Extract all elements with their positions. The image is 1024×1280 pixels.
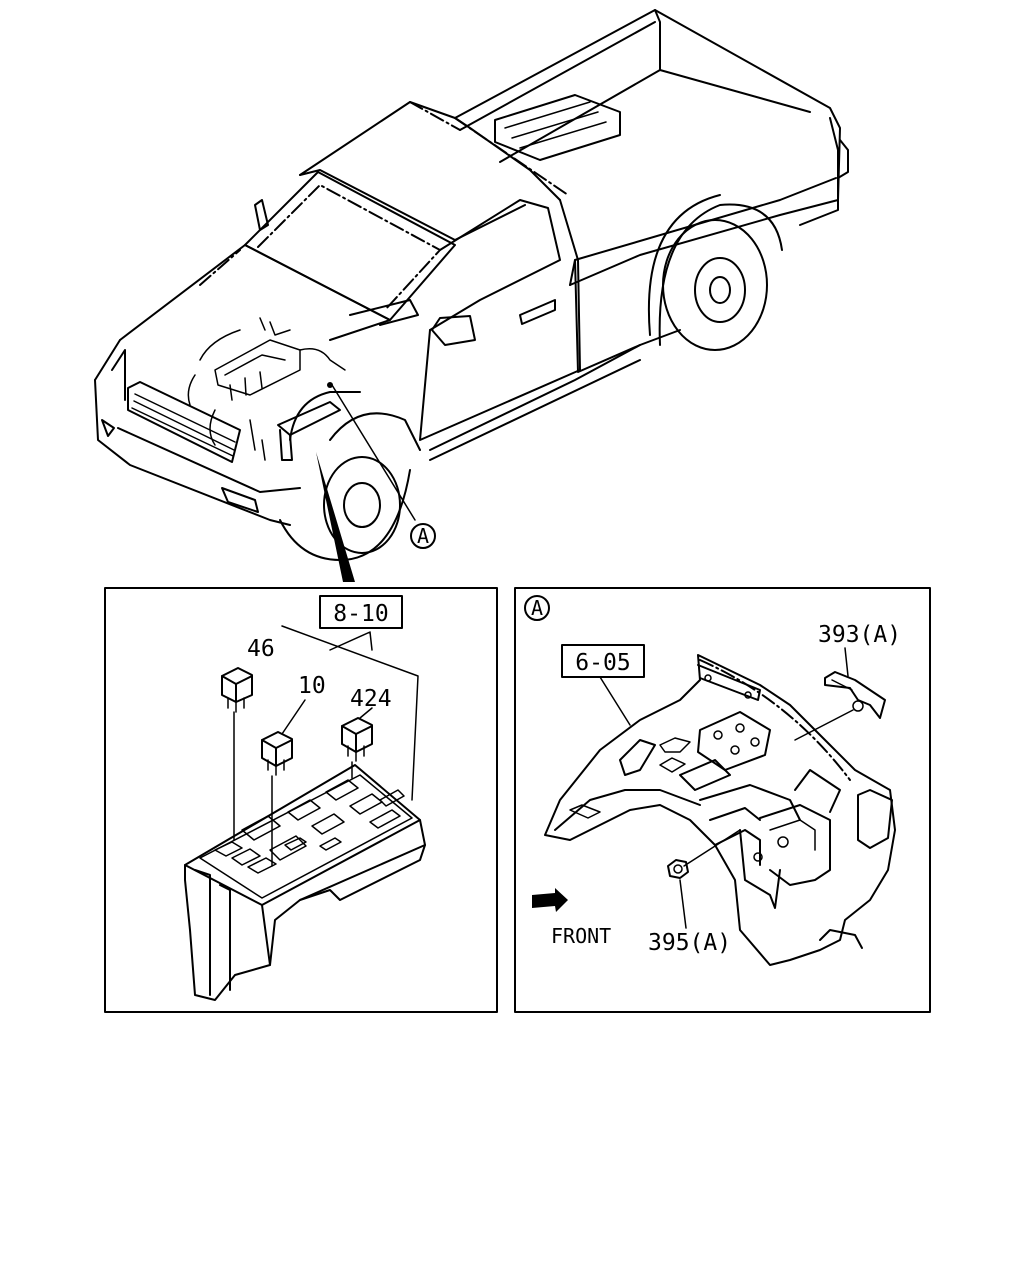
fender-apron [544,654,896,966]
ref-box-8-10 [319,595,403,629]
detail-a: A 6-05 393(A) 395(A) FRONT [524,595,901,966]
ref-label-6-05: 6-05 [575,650,630,676]
relay-424 [341,707,373,779]
relay-box-detail-panel [104,587,498,1013]
bracket-393 [794,647,886,741]
truck-illustration: A [94,9,849,582]
detail-a-marker: A [417,524,429,548]
relay-46 [221,667,253,841]
part-46-label: 46 [247,636,275,662]
part-10-label: 10 [298,673,326,699]
part-393-label: 393(A) [818,622,901,648]
part-424-label: 424 [350,686,392,712]
fuse-relay-block [184,764,426,1001]
ref-box-6-05 [561,644,645,678]
front-label: FRONT [551,924,611,948]
detail-a-panel [514,587,931,1013]
relay-box-detail: 8-10 46 10 424 [184,595,426,1001]
part-395-label: 395(A) [648,930,731,956]
relay-10 [261,699,306,867]
detail-a-title: A [531,596,543,620]
nut-395 [667,829,741,929]
ref-label-8-10: 8-10 [333,601,388,627]
front-arrow-icon [532,888,568,912]
